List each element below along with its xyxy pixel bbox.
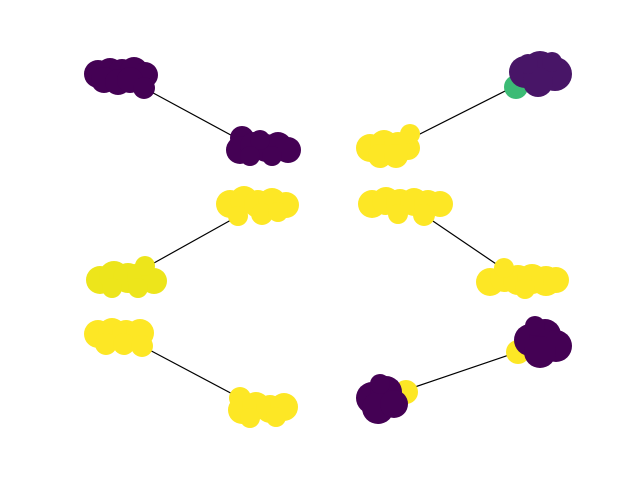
node-5a: [84, 318, 154, 357]
node-6a: [356, 374, 418, 424]
node-6b: [506, 316, 572, 368]
node-2a: [504, 51, 572, 99]
node-3a: [216, 186, 299, 226]
node-2b: [356, 124, 420, 168]
edge-pair-3: [144, 214, 241, 269]
node-1a: [84, 57, 158, 99]
node-3b: [86, 256, 167, 298]
edge-pair-2: [411, 85, 516, 139]
edge-pair-5: [141, 345, 241, 399]
edges: [141, 85, 519, 399]
node-4b: [476, 258, 569, 299]
edge-pair-4: [423, 214, 506, 271]
node-1b: [226, 126, 301, 166]
edge-pair-6: [405, 351, 519, 391]
node-5b: [228, 387, 298, 428]
edge-pair-1: [143, 87, 241, 141]
node-4a: [358, 187, 453, 226]
